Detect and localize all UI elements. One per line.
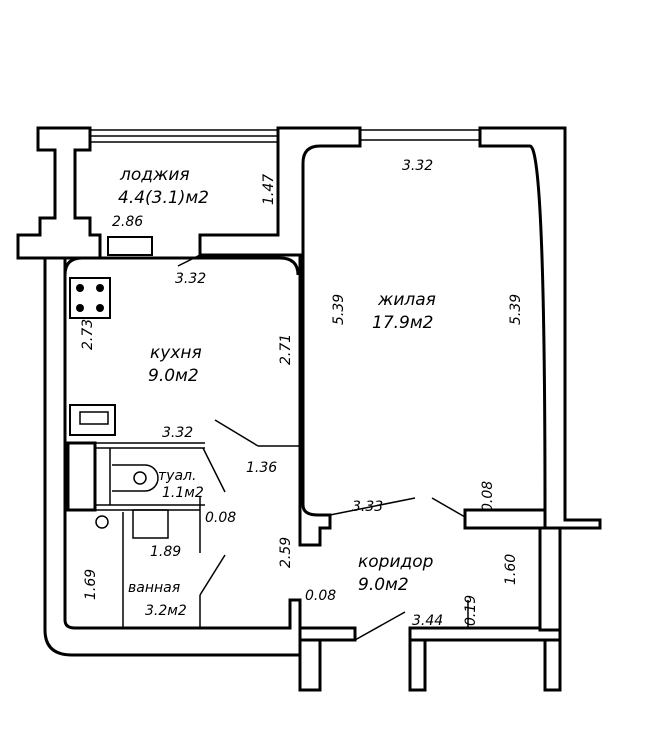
fixtures <box>69 277 169 539</box>
dim-kitchen-right: 2.71 <box>278 334 294 365</box>
dim-toilet-height: 1.36 <box>246 460 277 476</box>
dim-corridor-bottom: 3.44 <box>412 613 443 629</box>
corridor-name: коридор <box>358 552 434 572</box>
toilet-area: 1.1м2 <box>162 485 204 501</box>
loggia-name: лоджия <box>119 165 190 185</box>
dim-loggia-width: 2.86 <box>112 214 143 230</box>
living-name: жилая <box>377 290 436 310</box>
bath-area: 3.2м2 <box>145 603 187 619</box>
dimension-labels: 1.47 2.86 3.32 3.32 5.39 5.39 3.33 0.08 … <box>80 158 524 629</box>
toilet-icon <box>112 464 159 492</box>
dim-living-wall: 0.08 <box>480 481 496 512</box>
dim-loggia-height: 1.47 <box>261 174 277 205</box>
dim-corridor-niche: 0.19 <box>463 595 479 626</box>
dim-kitchen-left: 2.73 <box>80 319 96 350</box>
loggia-area: 4.4(3.1)м2 <box>118 188 209 208</box>
bath-name: ванная <box>128 580 180 596</box>
living-area: 17.9м2 <box>372 313 434 333</box>
walls <box>16 126 602 692</box>
dim-loggia-bottom: 3.32 <box>175 271 206 287</box>
dim-corridor-right: 1.60 <box>503 554 519 585</box>
washbasin-icon <box>132 509 169 539</box>
dim-living-right: 5.39 <box>508 294 524 325</box>
dim-toilet-wall: 0.08 <box>205 510 236 526</box>
room-labels: лоджия 4.4(3.1)м2 жилая 17.9м2 кухня 9.0… <box>118 165 436 619</box>
dim-bath-width: 1.89 <box>150 544 181 560</box>
dim-living-top: 3.32 <box>402 158 433 174</box>
stove-icon <box>69 277 111 319</box>
dim-kitchen-bottom: 3.32 <box>162 425 193 441</box>
dim-living-bottom: 3.33 <box>352 499 383 515</box>
sink-icon <box>69 404 116 436</box>
dim-bath-height: 1.69 <box>83 569 99 600</box>
kitchen-area: 9.0м2 <box>148 366 199 386</box>
drain-icon <box>95 515 109 529</box>
corridor-area: 9.0м2 <box>358 575 409 595</box>
toilet-name: туал. <box>158 468 196 484</box>
dim-corridor-left: 2.59 <box>278 537 294 568</box>
dim-corridor-wall: 0.08 <box>305 588 336 604</box>
dim-living-left: 5.39 <box>331 294 347 325</box>
kitchen-name: кухня <box>150 343 202 363</box>
